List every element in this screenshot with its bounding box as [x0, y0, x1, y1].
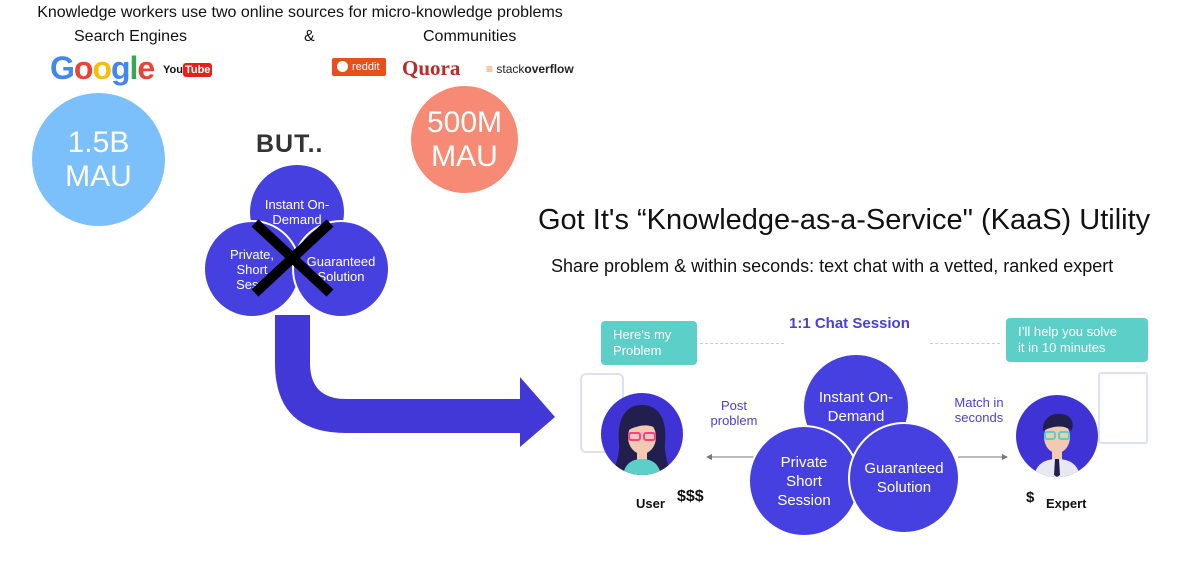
expert-avatar	[1016, 395, 1098, 477]
google-logo: Google	[50, 50, 155, 86]
solution-title: Got It's “Knowledge-as-a-Service" (KaaS)…	[538, 204, 1151, 236]
arrow-left-icon	[706, 454, 754, 460]
user-price: $$$	[677, 488, 704, 505]
chat-line-right	[930, 343, 1000, 344]
user-label: User	[636, 496, 665, 511]
but-label: BUT..	[256, 130, 324, 158]
headline: Knowledge workers use two online sources…	[37, 4, 563, 21]
stackoverflow-logo: ≡ stackoverflow	[486, 62, 574, 76]
reddit-alien-icon	[337, 61, 348, 72]
search-engines-label: Search Engines	[74, 28, 187, 45]
communities-label: Communities	[423, 28, 517, 45]
user-avatar	[601, 393, 683, 475]
quora-logo: Quora	[402, 56, 461, 80]
cross-icon	[251, 219, 334, 297]
expert-price: $	[1026, 489, 1035, 506]
chat-line-left	[700, 343, 784, 344]
solution-subtitle: Share problem & within seconds: text cha…	[551, 256, 1114, 276]
stackoverflow-icon: ≡	[486, 62, 494, 76]
laptop-device-icon	[1098, 372, 1148, 444]
chat-session-label: 1:1 Chat Session	[789, 315, 910, 332]
ampersand: &	[304, 28, 315, 45]
transition-arrow-icon	[275, 315, 555, 447]
expert-label: Expert	[1046, 496, 1087, 511]
arrow-right-icon	[958, 454, 1008, 460]
reddit-logo: reddit	[332, 58, 386, 76]
